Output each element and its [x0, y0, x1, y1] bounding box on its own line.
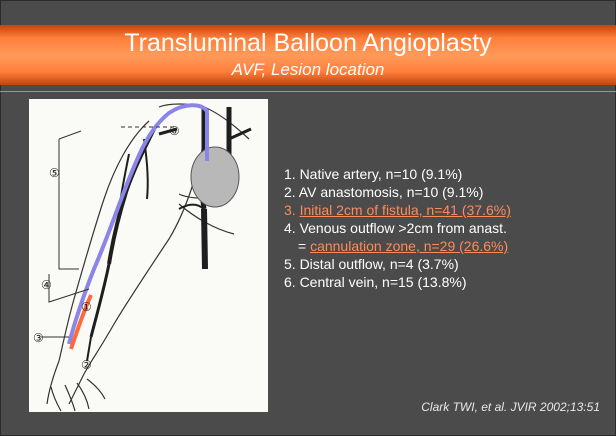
- marker-4: ④: [41, 278, 52, 292]
- citation: Clark TWI, et al. JVIR 2002;13:51: [330, 400, 600, 414]
- list-item-initial-fistula: 3. Initial 2cm of fistula, n=41 (37.6%): [284, 201, 604, 219]
- arm-vascular-diagram: ① ② ③ ④ ⑤ ⑥: [29, 99, 268, 412]
- list-item-distal-outflow: 5. Distal outflow, n=4 (3.7%): [284, 255, 604, 273]
- list-item-av-anastomosis: 2. AV anastomosis, n=10 (9.1%): [284, 183, 604, 201]
- heart-shape: [191, 147, 239, 207]
- marker-labels: ① ② ③ ④ ⑤ ⑥: [33, 124, 180, 372]
- marker-6: ⑥: [169, 124, 180, 138]
- marker-3: ③: [33, 331, 44, 345]
- list-item-prefix: =: [298, 238, 310, 254]
- list-item-central-vein: 6. Central vein, n=15 (13.8%): [284, 273, 604, 291]
- title-divider: [0, 91, 616, 92]
- slide-title: Transluminal Balloon Angioplasty: [0, 28, 616, 58]
- list-item-native-artery: 1. Native artery, n=10 (9.1%): [284, 165, 604, 183]
- marker-2: ②: [81, 358, 92, 372]
- list-item-highlight: Initial 2cm of fistula, n=41 (37.6%): [300, 202, 511, 218]
- list-item-cannulation-zone: = cannulation zone, n=29 (26.6%): [284, 237, 604, 255]
- lesion-location-list: 1. Native artery, n=10 (9.1%) 2. AV anas…: [284, 165, 604, 291]
- vessel-tree: [87, 107, 251, 361]
- marker-1: ①: [81, 300, 92, 314]
- slide-subtitle: AVF, Lesion location: [0, 60, 616, 80]
- list-item-highlight: cannulation zone, n=29 (26.6%): [310, 238, 508, 254]
- arm-diagram-svg: ① ② ③ ④ ⑤ ⑥: [29, 99, 268, 412]
- marker-5: ⑤: [49, 166, 60, 180]
- list-item-prefix: 3.: [284, 202, 300, 218]
- list-item-venous-outflow: 4. Venous outflow >2cm from anast.: [284, 219, 604, 237]
